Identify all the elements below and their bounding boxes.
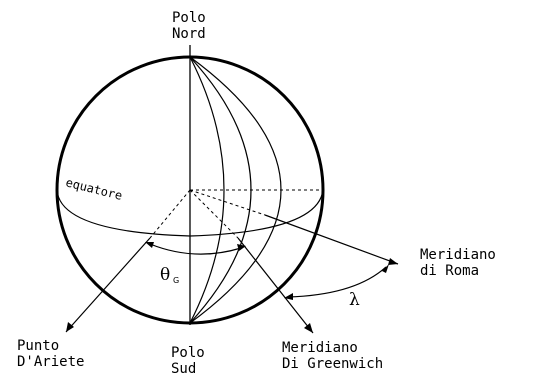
aries-label-2: D'Ariete [17,354,84,370]
lambda-symbol: λ [349,290,360,310]
theta-arrowhead-left [145,242,154,248]
north-pole-label-1: Polo [172,10,206,26]
aries-arrow-line [66,238,150,332]
rome-label-2: di Roma [420,263,479,279]
rome-arrow-line [265,215,398,264]
south-pole-label-1: Polo [171,345,205,361]
theta-subscript: G [173,276,179,285]
greenwich-dashed [190,190,238,238]
lambda-arrowhead-left [284,293,293,300]
rome-arrowhead [388,258,398,265]
rome-label-1: Meridiano [420,247,496,263]
meridian-1 [190,57,224,323]
north-pole-label-2: Nord [172,26,206,42]
aries-dashed [150,190,190,238]
theta-symbol: θ [160,265,170,285]
rome-dashed [190,190,265,215]
equator-label: equatore [64,175,123,203]
greenwich-label-2: Di Greenwich [282,356,383,372]
lambda-angle-arc [288,267,386,297]
lambda-arrowhead-right [382,264,389,273]
theta-angle-arc [150,244,241,254]
aries-label-1: Punto [17,338,59,354]
greenwich-arrow-line [238,238,313,333]
greenwich-label-1: Meridiano [282,340,358,356]
south-pole-label-2: Sud [171,361,196,377]
greenwich-arrowhead [304,323,313,333]
